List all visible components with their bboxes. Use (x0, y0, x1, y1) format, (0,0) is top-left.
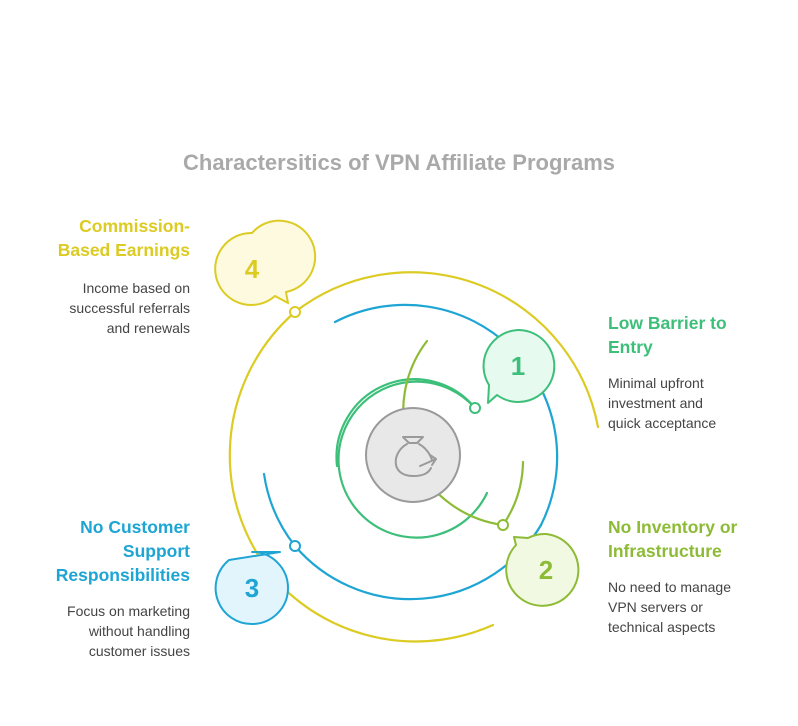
item-3-heading-line: Responsibilities (55, 565, 190, 585)
item-4-heading-line: Commission- (79, 216, 190, 236)
item-1-heading-line: Entry (608, 337, 653, 357)
ring-2-dot (497, 519, 509, 531)
ring-3-arc-c (293, 523, 543, 601)
ring-3-arc-b (262, 472, 297, 548)
item-2-heading-line: No Inventory or (608, 517, 738, 537)
item-3-heading-line: No Customer (80, 517, 190, 537)
ring-2-arc-b (501, 460, 525, 527)
item-2-desc-line: technical aspects (608, 619, 716, 635)
item-3-desc-line: without handling (88, 623, 190, 639)
item-2-desc-line: No need to manage (608, 579, 731, 595)
item-2-desc-line: VPN servers or (608, 599, 703, 615)
item-3-desc-line: customer issues (88, 643, 190, 659)
item-2-heading: No Inventory or Infrastructure (608, 515, 737, 563)
ring-1-arc-inner (335, 378, 477, 468)
item-3-desc-line: Focus on marketing (67, 603, 190, 619)
ring-4-arc (293, 271, 600, 429)
badge-1: 1 (482, 328, 556, 404)
ring-3-dot (289, 540, 301, 552)
item-1-heading: Low Barrier to Entry (608, 311, 727, 359)
item-4-description: Income based on successful referrals and… (69, 278, 190, 338)
item-3-heading: No Customer Support Responsibilities (56, 515, 190, 587)
ring-1-arc (337, 380, 489, 539)
badge-2-number: 2 (539, 555, 553, 585)
item-1-desc-line: investment and (608, 395, 703, 411)
money-bag-icon (365, 407, 461, 503)
item-3-heading-line: Support (122, 541, 190, 561)
item-4-heading: Commission- Based Earnings (58, 214, 190, 262)
item-4-desc-line: and renewals (106, 320, 190, 336)
badge-4-number: 4 (245, 254, 260, 284)
diagram-title: Charactersitics of VPN Affiliate Program… (183, 150, 615, 175)
item-1-description: Minimal upfront investment and quick acc… (608, 373, 716, 433)
item-4-desc-line: successful referrals (69, 300, 190, 316)
badge-3-number: 3 (245, 573, 259, 603)
item-2-heading-line: Infrastructure (608, 541, 722, 561)
ring-4-arc-c (288, 592, 495, 643)
item-3-description: Focus on marketing without handling cust… (67, 601, 190, 661)
ring-4-dot (289, 306, 301, 318)
item-1-desc-line: quick acceptance (608, 415, 717, 431)
item-1-heading-line: Low Barrier to (608, 313, 727, 333)
badge-3: 3 (214, 551, 289, 626)
badge-2: 2 (505, 532, 580, 607)
item-4-heading-line: Based Earnings (57, 240, 190, 260)
item-4-desc-line: Income based on (82, 280, 190, 296)
item-2-description: No need to manage VPN servers or technic… (608, 577, 731, 637)
badge-1-number: 1 (511, 351, 525, 381)
ring-1-dot (469, 402, 481, 414)
item-1-desc-line: Minimal upfront (608, 375, 704, 391)
badge-4: 4 (214, 219, 317, 306)
